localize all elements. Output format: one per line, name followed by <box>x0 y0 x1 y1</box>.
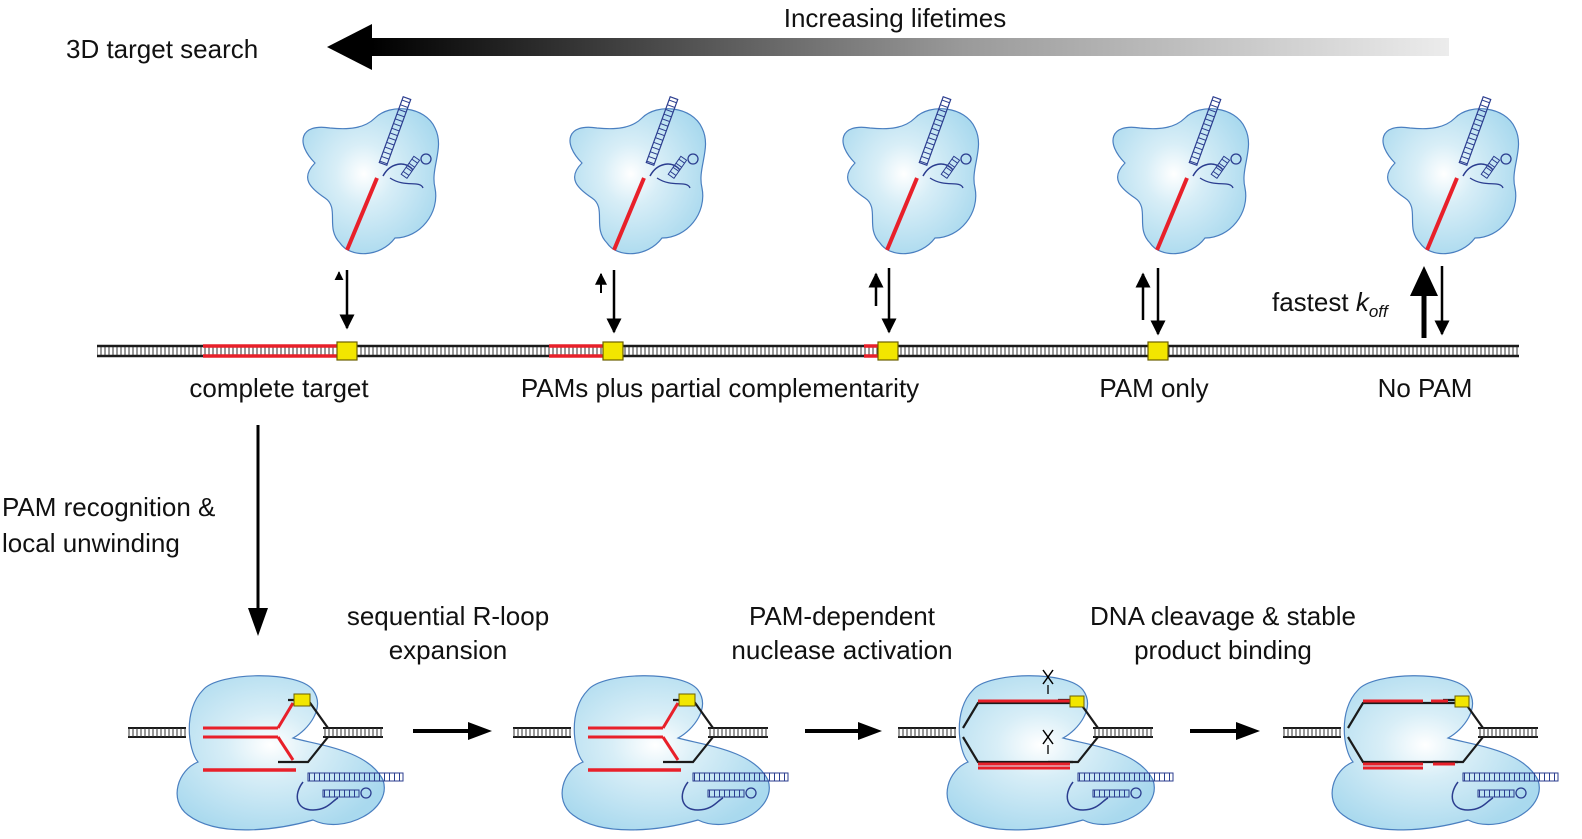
cas9-complexes <box>302 95 1520 255</box>
step-nuclease-line2: nuclease activation <box>731 635 953 665</box>
step-rloop-line2: expansion <box>388 635 508 665</box>
step-label-nuclease: PAM-dependent nuclease activation <box>731 601 952 665</box>
cas9-guide-complex <box>569 95 707 255</box>
r-loop-complex <box>1283 675 1559 831</box>
step-arrows <box>413 722 1260 740</box>
pam-recognition-arrow <box>248 425 268 636</box>
state-label-partial: PAMs plus partial complementarity <box>520 373 920 403</box>
state-label-complete: complete target <box>189 373 369 403</box>
r-loop-complex <box>898 669 1174 831</box>
cas9-guide-complex <box>302 95 440 255</box>
dna-duplex-top <box>97 341 1519 361</box>
cas9-guide-complex <box>1112 95 1250 255</box>
target-segment-partial-short <box>864 344 878 358</box>
scissors-icon <box>1042 669 1054 694</box>
koff-label: fastest koff <box>1272 287 1388 327</box>
r-loop-complex <box>513 675 789 831</box>
koff-prefix: fastest <box>1272 287 1356 317</box>
koff-k: k <box>1355 287 1369 317</box>
state-label-pam-only: PAM only <box>1099 373 1209 403</box>
step-cleavage-line1: DNA cleavage & stable <box>1090 601 1356 631</box>
step-cleavage-line2: product binding <box>1134 635 1312 665</box>
r-loop-complex <box>128 675 404 831</box>
target-segment-complete <box>203 344 337 358</box>
target-segment-partial-long <box>549 344 603 358</box>
pam-recognition-label: PAM recognition & local unwinding <box>2 492 215 558</box>
cas9-guide-complex <box>842 95 980 255</box>
scissors-icon <box>1042 729 1054 754</box>
koff-sub: off <box>1368 302 1388 322</box>
state-label-no-pam: No PAM <box>1377 373 1473 403</box>
search-label: 3D target search <box>66 34 259 64</box>
step-rloop-line1: sequential R-loop <box>346 601 550 631</box>
pam-box <box>1147 341 1169 361</box>
lifetime-gradient-arrow <box>327 24 1449 70</box>
pam-box <box>336 341 358 361</box>
pam-recognition-line2: local unwinding <box>2 528 180 558</box>
step-label-cleavage: DNA cleavage & stable product binding <box>1090 601 1356 665</box>
pam-recognition-line1: PAM recognition & <box>2 492 216 522</box>
r-loop-complexes <box>128 669 1559 831</box>
step-label-rloop: sequential R-loop expansion <box>347 601 549 665</box>
step-nuclease-line1: PAM-dependent <box>749 601 935 631</box>
pam-box <box>877 341 899 361</box>
cas9-guide-complex <box>1382 95 1520 255</box>
pam-box <box>602 341 624 361</box>
lifetime-title: Increasing lifetimes <box>783 3 1007 33</box>
binding-arrows <box>334 266 1450 338</box>
